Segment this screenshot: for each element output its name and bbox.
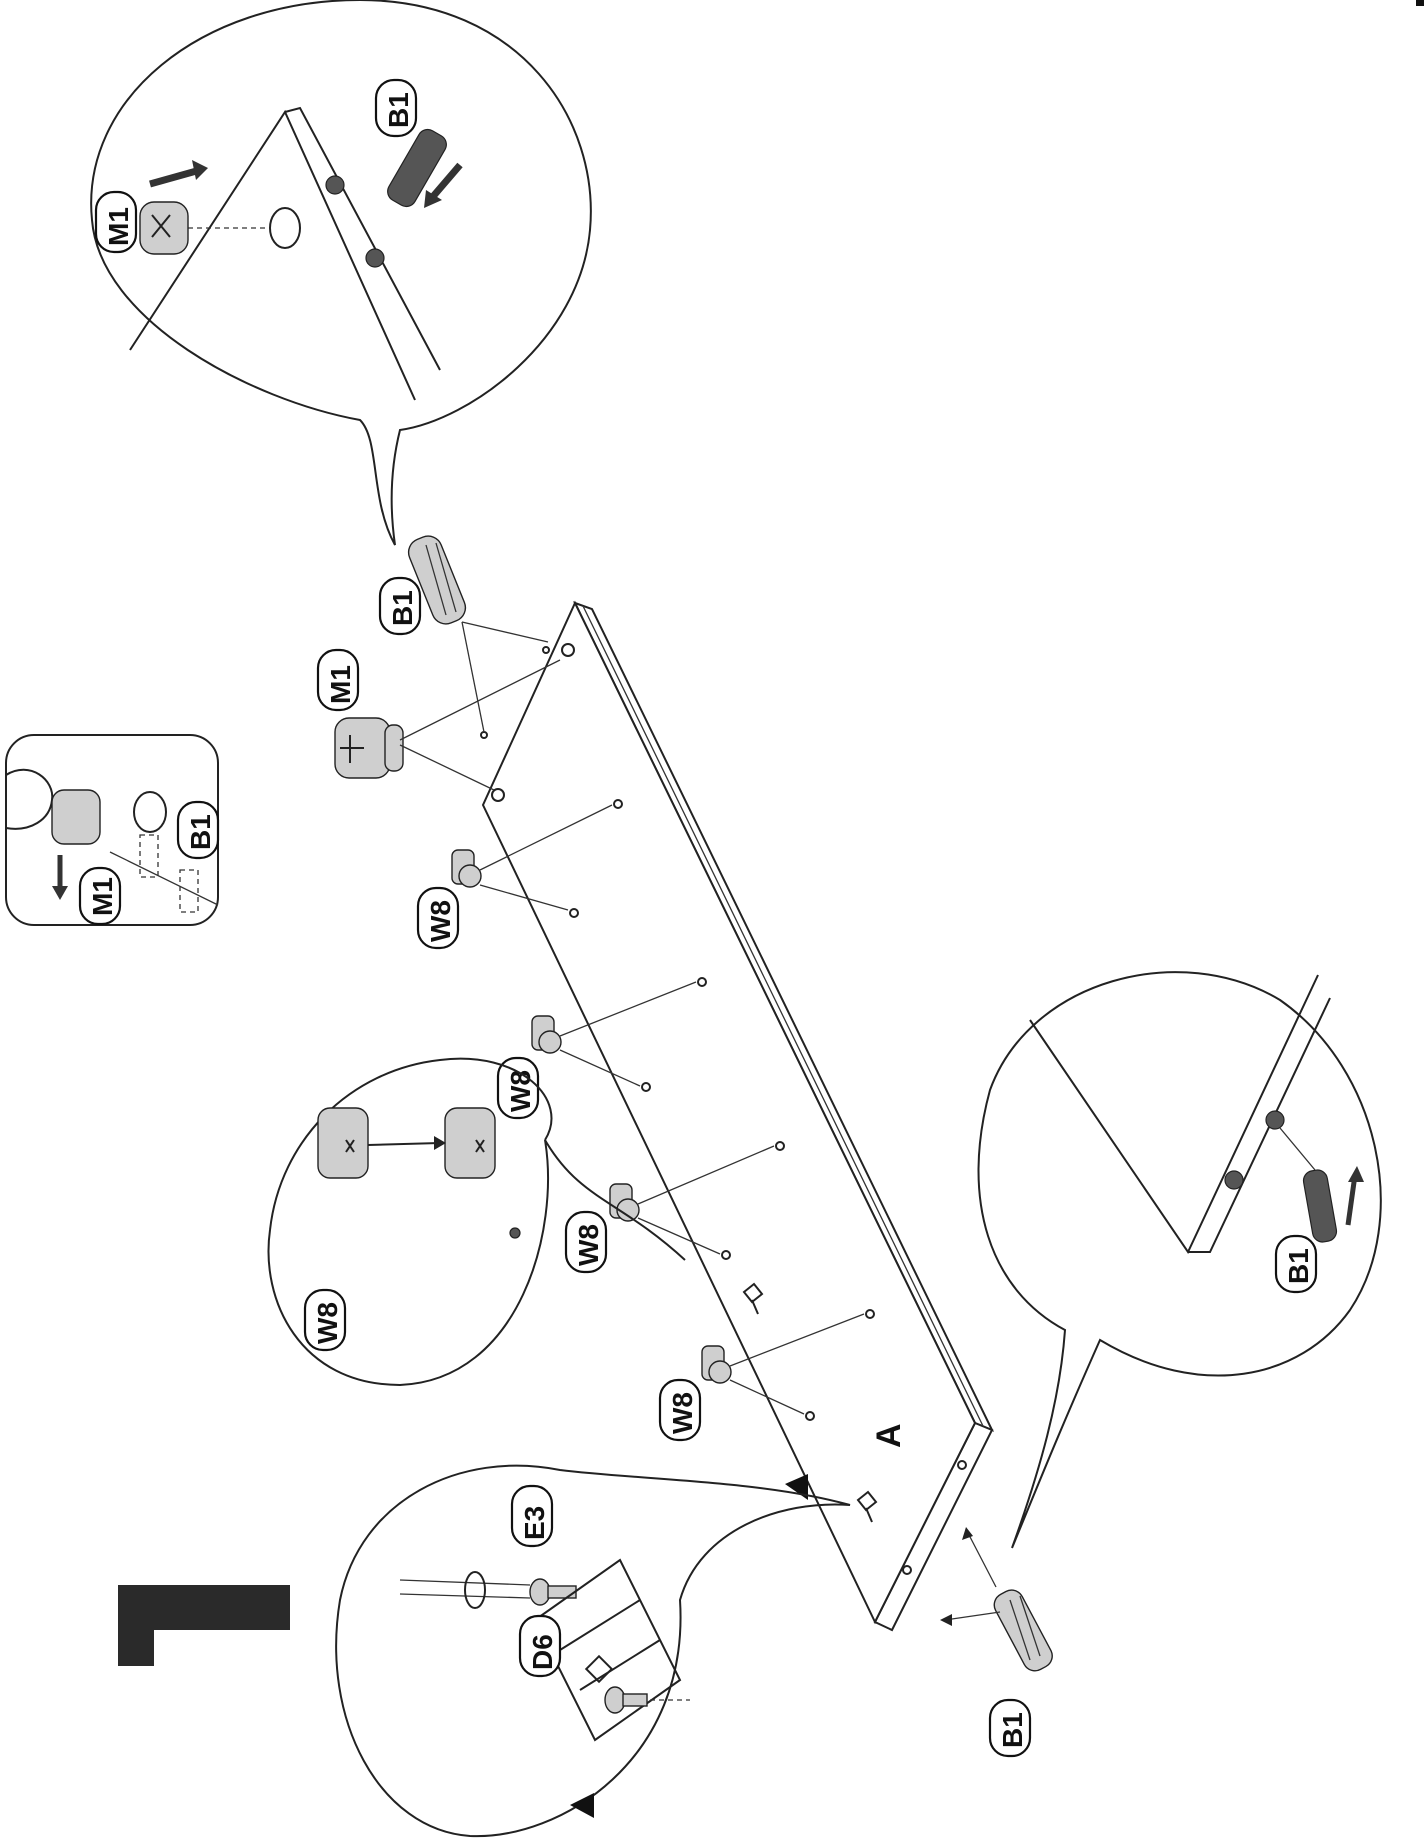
detail-callout-cam-dowel: M1 B1 [90,0,592,546]
direction-arrow-icon [149,160,208,188]
cam-lock-tag: M1 [316,648,360,712]
orientation-triangle-icon [785,1474,808,1500]
svg-text:W8: W8 [573,1224,604,1266]
dowel-tag-upper: B1 [378,576,422,636]
svg-text:M1: M1 [103,207,134,246]
svg-text:B1: B1 [387,590,418,626]
cam-lock-icon [139,201,189,255]
step-number-icon: 1 [118,1585,290,1666]
direction-arrow-icon [967,1532,997,1588]
svg-text:D6: D6 [527,1634,558,1670]
wood-dowel-icon [993,1589,1053,1672]
direction-arrow-icon [1345,1166,1364,1226]
dowel-tag-bottom: B1 [988,1698,1032,1758]
wood-dowel-icon [1302,1169,1338,1243]
shelf-support-group-2: W8 [496,981,697,1120]
panel-label: A [870,1423,908,1448]
svg-text:B1: B1 [997,1712,1028,1748]
hand-icon [5,768,54,830]
direction-arrow-icon [424,162,463,208]
inset-cam-hand: M1 B1 [5,734,220,926]
panel-a: A [480,600,995,1632]
detail-callout-shelf-support: W8 [267,1057,686,1387]
detail-callout-hinge: E3 D6 [335,1464,851,1838]
svg-text:B1: B1 [1283,1248,1314,1284]
direction-arrow-icon [399,621,561,791]
orientation-triangle-icon [570,1793,594,1818]
svg-text:W8: W8 [425,900,456,942]
page-corner-mark [1416,0,1424,6]
hinge-plate-icon [533,1558,690,1742]
svg-text:W8: W8 [312,1302,343,1344]
hinge-plate-icon [742,1282,878,1523]
direction-arrow-icon [52,855,68,900]
svg-text:B1: B1 [185,814,216,850]
svg-text:W8: W8 [505,1070,536,1112]
svg-text:M1: M1 [87,877,118,916]
shelf-support-group-3: W8 [564,1145,775,1274]
panel-holes [480,643,967,1575]
shelf-support-icon [317,1107,521,1239]
shelf-support-group-4: W8 [658,1313,865,1442]
svg-text:B1: B1 [383,92,414,128]
wood-dowel-icon [387,128,447,208]
cam-lock-icon [334,717,404,779]
shelf-support-group-1: W8 [416,804,613,950]
svg-text:W8: W8 [667,1392,698,1434]
svg-text:E3: E3 [519,1506,550,1540]
detail-callout-edge-dowel: B1 [977,971,1382,1549]
wood-dowel-icon [407,535,467,625]
screw-icon [529,1578,577,1606]
svg-text:M1: M1 [325,665,356,704]
